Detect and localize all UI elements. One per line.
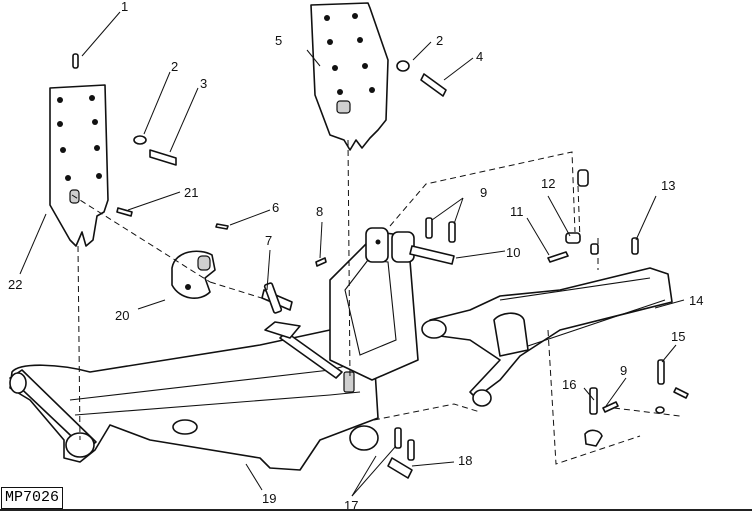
pin-6 [215, 223, 229, 230]
callout-19: 19 [262, 491, 276, 506]
hardware-group-top [72, 53, 447, 267]
bracket-20 [171, 250, 216, 299]
washer-2-right [396, 60, 410, 72]
bolts-9-top [425, 217, 456, 243]
callout-9-right: 9 [620, 363, 627, 378]
callout-13: 13 [661, 178, 675, 193]
bolt-4 [420, 73, 447, 97]
washer-2-left [133, 135, 147, 145]
bushing-12 [565, 232, 581, 244]
callout-9-top: 9 [480, 185, 487, 200]
pin-8 [315, 257, 327, 267]
pin-18 [387, 457, 413, 479]
callout-10: 10 [506, 245, 520, 260]
roll-pin-1 [72, 53, 79, 69]
hardware-group-right [547, 169, 639, 263]
callout-20: 20 [115, 308, 129, 323]
pin-16 [589, 387, 598, 415]
pin-7 [261, 282, 293, 314]
bolt-13 [631, 237, 639, 255]
callout-4: 4 [476, 49, 483, 64]
alignment-lines [71, 139, 681, 465]
left-mounting-plate [49, 84, 109, 247]
bolt-3 [149, 149, 177, 166]
bottom-border-line [0, 509, 752, 511]
hardware-group-bottom [387, 427, 415, 479]
callout-14: 14 [689, 293, 703, 308]
pin-21 [116, 207, 133, 217]
pin-15 [657, 359, 665, 385]
pin-10 [409, 245, 455, 265]
callout-6: 6 [272, 200, 279, 215]
hardware-group-lower-right [584, 359, 689, 447]
callout-5: 5 [275, 33, 282, 48]
callout-8: 8 [316, 204, 323, 219]
callout-3: 3 [200, 76, 207, 91]
callout-18: 18 [458, 453, 472, 468]
right-mounting-plate [310, 2, 389, 151]
leader-lines [19, 11, 685, 497]
bolt-11 [547, 251, 569, 263]
linkage-arm-14 [421, 267, 673, 407]
callout-11: 11 [510, 204, 524, 219]
callout-labels: 1 2 3 5 2 4 21 22 6 8 7 20 9 10 11 12 13… [8, 0, 703, 513]
callout-16: 16 [562, 377, 576, 392]
callout-22: 22 [8, 277, 22, 292]
pin-12 [577, 169, 589, 187]
callout-2-left: 2 [171, 59, 178, 74]
callout-15: 15 [671, 329, 685, 344]
callout-12: 12 [541, 176, 555, 191]
main-frame-19 [9, 227, 419, 471]
callout-7: 7 [265, 233, 272, 248]
figure-code-label: MP7026 [1, 487, 64, 509]
callout-2-right: 2 [436, 33, 443, 48]
callout-21: 21 [184, 185, 198, 200]
callout-1: 1 [121, 0, 128, 14]
